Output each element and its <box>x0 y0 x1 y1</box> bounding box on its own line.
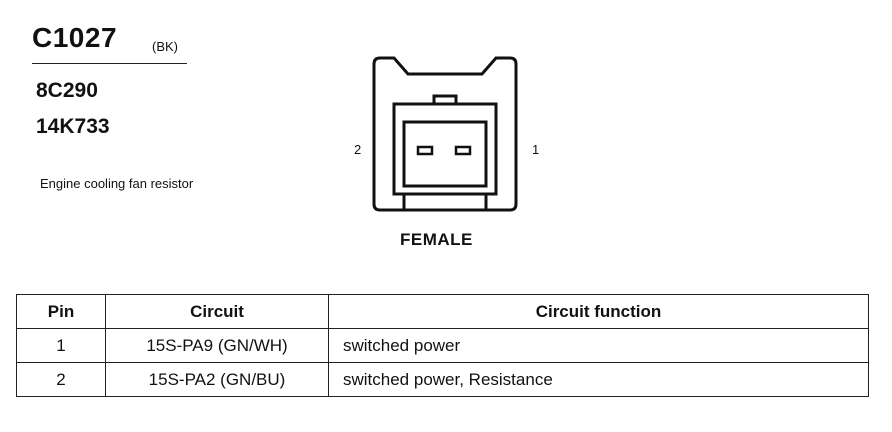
cell-function: switched power <box>328 328 869 363</box>
table-row: 1 15S-PA9 (GN/WH) switched power <box>16 328 869 363</box>
connector-color: (BK) <box>152 39 178 54</box>
table-header-row: Pin Circuit Circuit function <box>16 294 869 329</box>
pinout-table: Pin Circuit Circuit function 1 15S-PA9 (… <box>16 294 869 397</box>
header-circuit-function: Circuit function <box>328 294 869 329</box>
part-number-1: 8C290 <box>36 79 98 102</box>
terminal-pin-2 <box>416 145 434 156</box>
header-pin: Pin <box>16 294 106 329</box>
part-number-2: 14K733 <box>36 115 110 138</box>
title-underline <box>32 63 187 64</box>
cell-circuit: 15S-PA2 (GN/BU) <box>105 362 329 397</box>
terminal-cavity-frame <box>402 120 488 188</box>
cell-function: switched power, Resistance <box>328 362 869 397</box>
connector-base <box>402 192 488 212</box>
pin-label-right: 1 <box>532 142 540 157</box>
connector-latch <box>432 94 458 104</box>
terminal-pin-1 <box>454 145 472 156</box>
connector-code: C1027 <box>32 22 118 53</box>
connector-inner-body <box>392 102 498 196</box>
connector-gender: FEMALE <box>400 230 473 249</box>
cell-pin: 1 <box>16 328 106 363</box>
component-description: Engine cooling fan resistor <box>40 176 194 191</box>
header-circuit: Circuit <box>105 294 329 329</box>
cell-circuit: 15S-PA9 (GN/WH) <box>105 328 329 363</box>
table-row: 2 15S-PA2 (GN/BU) switched power, Resist… <box>16 362 869 397</box>
connector-face-diagram <box>372 56 518 212</box>
connector-housing <box>372 56 518 212</box>
pin-label-left: 2 <box>354 142 362 157</box>
cell-pin: 2 <box>16 362 106 397</box>
